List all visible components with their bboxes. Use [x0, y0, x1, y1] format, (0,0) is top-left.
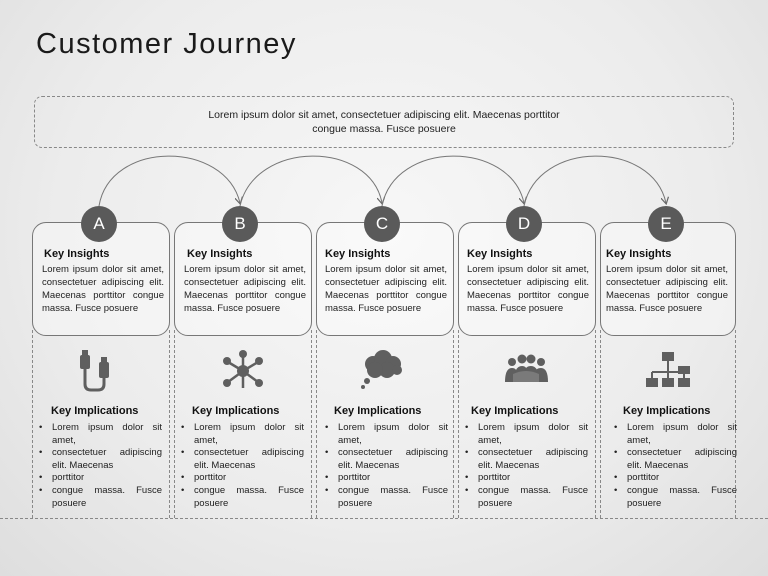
list-item: consectetuer adipiscing elit. Maecenas — [614, 447, 737, 472]
bottom-divider — [0, 518, 768, 519]
stage-d-implications-title: Key Implications — [471, 405, 559, 417]
stage-b-implications-list: Lorem ipsum dolor sit amet, consectetuer… — [180, 422, 304, 510]
arc-a-b — [98, 155, 240, 207]
list-item: porttitor — [465, 472, 588, 485]
stage-c-insights-title: Key Insights — [325, 248, 391, 260]
stage-a-implications-list: Lorem ipsum dolor sit amet, consectetuer… — [38, 422, 162, 510]
stage-a-implications-title: Key Implications — [51, 405, 139, 417]
stage-d-implications-list: Lorem ipsum dolor sit amet, consectetuer… — [464, 422, 588, 510]
stage-d-insights-text: Lorem ipsum dolor sit amet, consectetuer… — [467, 264, 589, 314]
stage-a-insights-text: Lorem ipsum dolor sit amet, consectetuer… — [42, 264, 164, 314]
list-item: congue massa. Fusce posuere — [465, 485, 588, 510]
stage-b-insights-title: Key Insights — [187, 248, 253, 260]
stage-d-insights-title: Key Insights — [467, 248, 533, 260]
list-item: Lorem ipsum dolor sit amet, — [39, 422, 162, 447]
stage-e-implications-list: Lorem ipsum dolor sit amet, consectetuer… — [613, 422, 737, 510]
list-item: congue massa. Fusce posuere — [39, 485, 162, 510]
list-item: congue massa. Fusce posuere — [614, 485, 737, 510]
stage-e-implications-title: Key Implications — [623, 405, 711, 417]
list-item: porttitor — [181, 472, 304, 485]
arc-d-e — [523, 155, 666, 207]
list-item: porttitor — [39, 472, 162, 485]
stage-c-insights-text: Lorem ipsum dolor sit amet, consectetuer… — [325, 264, 447, 314]
stage-c-implications-title: Key Implications — [334, 405, 422, 417]
stage-b-column — [174, 330, 312, 518]
stage-e-insights-title: Key Insights — [606, 248, 672, 260]
list-item: consectetuer adipiscing elit. Maecenas — [39, 447, 162, 472]
list-item: porttitor — [614, 472, 737, 485]
thought-cloud-icon — [361, 350, 402, 389]
usb-cable-icon — [80, 350, 109, 392]
arc-c-d — [381, 155, 524, 207]
list-item: Lorem ipsum dolor sit amet, — [614, 422, 737, 447]
list-item: porttitor — [325, 472, 448, 485]
stage-b-insights-text: Lorem ipsum dolor sit amet, consectetuer… — [184, 264, 306, 314]
stage-e-badge: E — [648, 206, 684, 242]
stage-b-badge: B — [222, 206, 258, 242]
stage-c-implications-list: Lorem ipsum dolor sit amet, consectetuer… — [324, 422, 448, 510]
stage-d-badge: D — [506, 206, 542, 242]
arc-b-c — [239, 155, 382, 207]
stage-a-badge: A — [81, 206, 117, 242]
stage-e-insights-text: Lorem ipsum dolor sit amet, consectetuer… — [606, 264, 728, 314]
stage-c-column — [316, 330, 454, 518]
list-item: Lorem ipsum dolor sit amet, — [181, 422, 304, 447]
org-chart-icon — [646, 352, 690, 387]
stage-a-column — [32, 330, 170, 518]
stage-b-implications-title: Key Implications — [192, 405, 280, 417]
stage-b-insights-box — [174, 222, 312, 336]
people-group-icon — [505, 354, 548, 382]
stage-d-column — [458, 330, 596, 518]
list-item: consectetuer adipiscing elit. Maecenas — [465, 447, 588, 472]
network-nodes-icon — [223, 350, 263, 388]
page-title: Customer Journey — [36, 28, 297, 60]
intro-box: Lorem ipsum dolor sit amet, consectetuer… — [34, 96, 734, 148]
list-item: consectetuer adipiscing elit. Maecenas — [325, 447, 448, 472]
stage-a-insights-title: Key Insights — [44, 248, 110, 260]
list-item: congue massa. Fusce posuere — [181, 485, 304, 510]
list-item: Lorem ipsum dolor sit amet, — [465, 422, 588, 447]
intro-text: Lorem ipsum dolor sit amet, consectetuer… — [208, 109, 560, 135]
list-item: congue massa. Fusce posuere — [325, 485, 448, 510]
list-item: Lorem ipsum dolor sit amet, — [325, 422, 448, 447]
list-item: consectetuer adipiscing elit. Maecenas — [181, 447, 304, 472]
stage-c-badge: C — [364, 206, 400, 242]
